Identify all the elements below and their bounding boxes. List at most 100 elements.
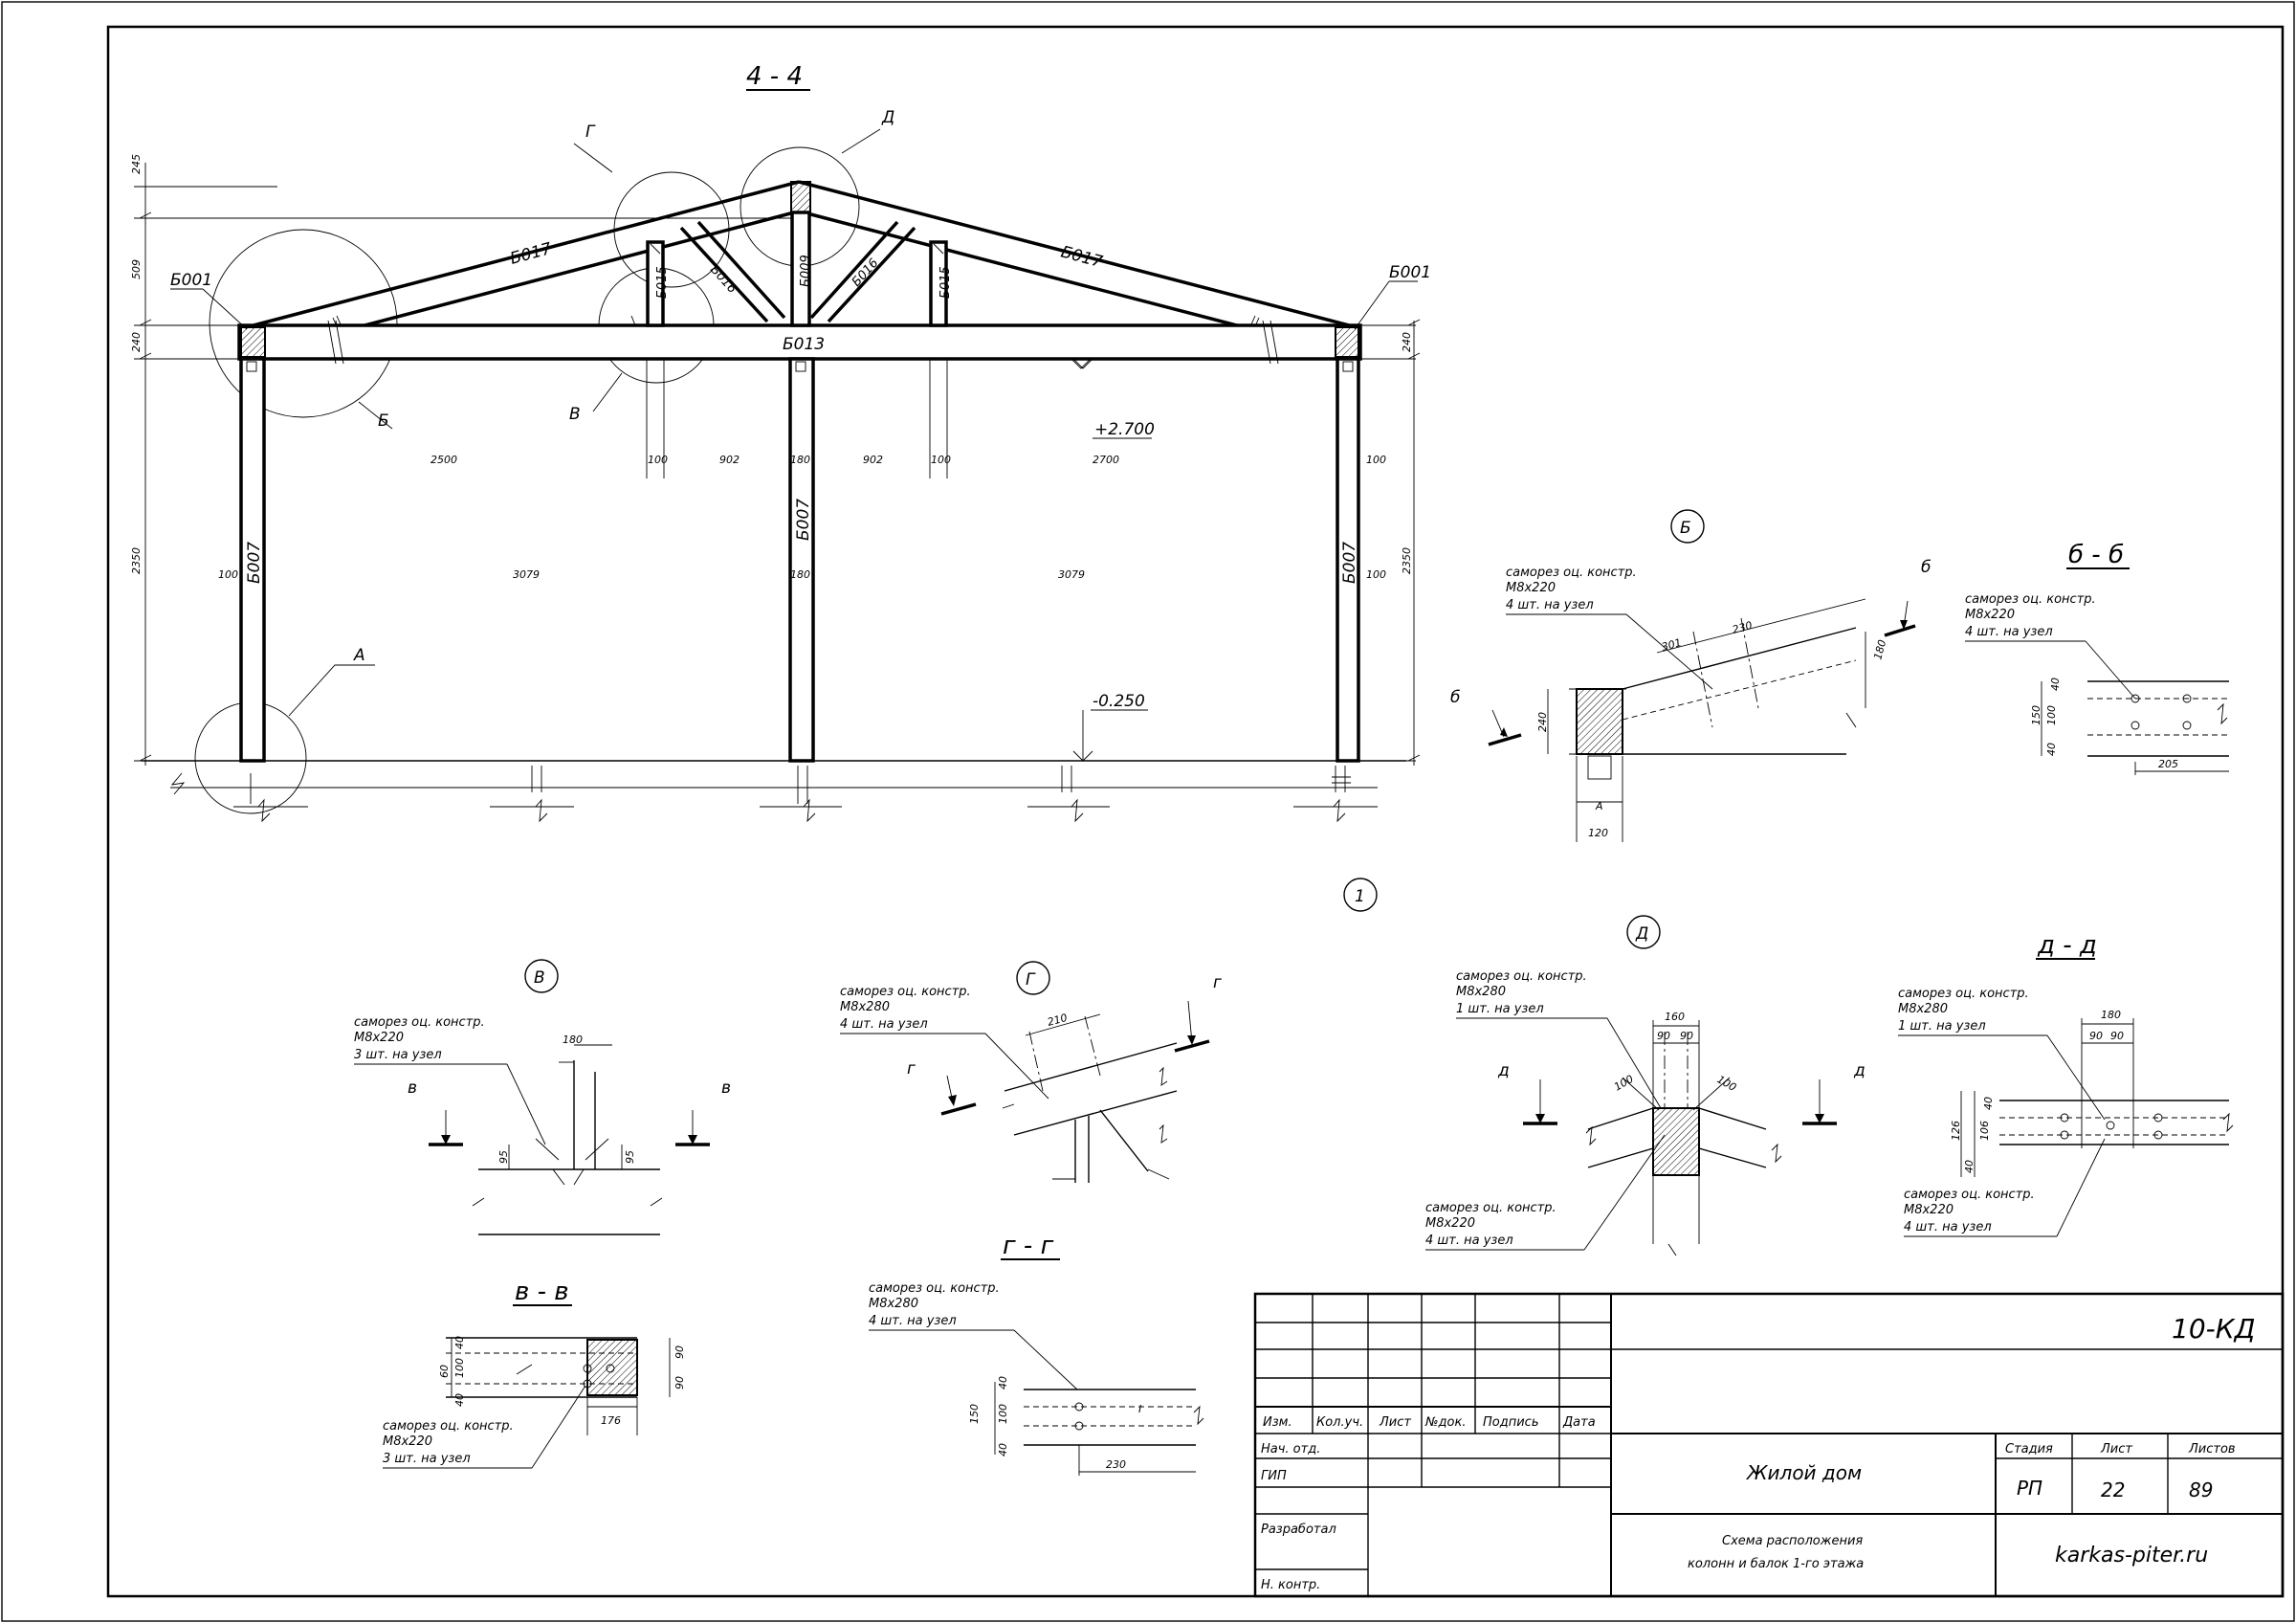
tb-sheet: 22: [2101, 1478, 2125, 1501]
detail-gg-dim-1: 100: [997, 1404, 1009, 1424]
callout-g: Г: [585, 122, 596, 142]
detail-dd-note-top-0: саморез оц. констр.: [1898, 987, 2029, 1001]
detail-bb-dim-4: 205: [2158, 758, 2178, 770]
detail-v-dim-0: 180: [563, 1034, 583, 1046]
post-b015-right: [929, 240, 948, 327]
tb-header-1: Кол.уч.: [1316, 1415, 1363, 1430]
detail-g-note-1: М8х280: [840, 1000, 890, 1014]
detail-v-cut-right: в: [721, 1078, 731, 1098]
detail-bb-dim-3: 40: [2045, 743, 2058, 756]
tb-row-0: Нач. отд.: [1261, 1442, 1320, 1456]
detail-b-note-2: 4 шт. на узел: [1506, 598, 1594, 612]
span-7: 100: [1366, 454, 1386, 466]
detail-v-label: В: [534, 968, 545, 988]
detail-d-dim-2: 90: [1680, 1030, 1693, 1042]
detail-bb-dim-0: 40: [2049, 678, 2062, 691]
detail-g-note-2: 4 шт. на узел: [840, 1017, 928, 1032]
elevation-bottom: -0.250: [1093, 692, 1145, 711]
marker-1-circle: [1343, 878, 1378, 912]
dim-left-3: 2350: [130, 547, 143, 574]
label-b016-right: Б016: [850, 256, 882, 290]
detail-d-dim-1: 90: [1657, 1030, 1670, 1042]
tb-stage-label: Стадия: [2005, 1442, 2053, 1456]
span-1: 100: [648, 454, 668, 466]
inner-0: 100: [218, 568, 238, 581]
detail-vv-dim-3: 40: [453, 1393, 466, 1407]
tb-sheets: 89: [2189, 1478, 2213, 1501]
span-4: 902: [863, 454, 883, 466]
detail-g-note-0: саморез оц. констр.: [840, 985, 971, 999]
label-b015-right: Б015: [938, 266, 953, 299]
detail-gg: г - г саморез оц. констр. М8х280 4 шт. н…: [869, 1232, 1204, 1476]
detail-vv-note-1: М8х220: [383, 1434, 432, 1449]
detail-b-dim-4: 120: [1588, 827, 1608, 839]
detail-vv-dim-6: 176: [601, 1414, 621, 1427]
tb-sheet-title-0: Схема расположения: [1722, 1534, 1863, 1548]
tb-project: Жилой дом: [1745, 1461, 1862, 1484]
inner-2: 180: [790, 568, 810, 581]
dim-right-0: 240: [1401, 332, 1413, 352]
tb-row-2: Разработал: [1261, 1523, 1336, 1537]
elevation-top: +2.700: [1094, 420, 1155, 439]
detail-gg-dim-0: 40: [997, 1376, 1009, 1390]
tb-header-4: Подпись: [1483, 1415, 1538, 1430]
detail-v-dim-2: 95: [624, 1150, 636, 1164]
column-b007-center: [788, 357, 815, 763]
detail-dd-note-top-2: 1 шт. на узел: [1898, 1019, 1986, 1034]
callout-b: Б: [378, 411, 389, 431]
detail-d-cut-left: д: [1497, 1061, 1510, 1080]
detail-v: В саморез оц. констр. М8х220 3 шт. на уз…: [354, 959, 731, 1235]
detail-dd-dim-0: 180: [2101, 1009, 2121, 1021]
detail-d-dim-4: 100: [1715, 1073, 1739, 1094]
detail-gg-note-2: 4 шт. на узел: [869, 1314, 957, 1328]
detail-b-label: Б: [1680, 519, 1691, 538]
detail-b-note-0: саморез оц. констр.: [1506, 566, 1637, 580]
detail-gg-dim-4: 230: [1106, 1458, 1126, 1471]
detail-d-note-bot-0: саморез оц. констр.: [1425, 1201, 1556, 1215]
detail-dd: д - д саморез оц. констр. М8х280 1 шт. н…: [1898, 931, 2234, 1237]
label-b007-right: Б007: [1340, 542, 1359, 584]
tb-header-5: Дата: [1562, 1415, 1596, 1430]
detail-b-dim-2: 240: [1536, 712, 1549, 732]
detail-bb-dim-1: 100: [2045, 705, 2058, 725]
section-4-4: 4 - 4 Г Д Б В А 245 509 240 2350: [130, 62, 1431, 823]
detail-d-dim-3: 100: [1612, 1073, 1636, 1094]
post-b015-left: [646, 240, 665, 327]
dim-left-0: 245: [130, 154, 143, 174]
detail-vv-dim-5: 90: [673, 1376, 686, 1390]
detail-dd-note-bot-1: М8х220: [1904, 1203, 1954, 1217]
detail-bb-note-0: саморез оц. констр.: [1965, 592, 2096, 607]
detail-dd-note-bot-2: 4 шт. на узел: [1904, 1220, 1992, 1234]
label-b017-right: Б017: [1059, 243, 1105, 273]
detail-vv-dim-0: 40: [453, 1336, 466, 1349]
detail-dd-dim-6: 40: [1963, 1160, 1976, 1173]
callout-a: А: [353, 646, 365, 665]
post-b009: [790, 211, 811, 327]
tb-header-3: №док.: [1424, 1415, 1466, 1430]
detail-dd-dim-3: 40: [1982, 1097, 1995, 1110]
span-6: 2700: [1093, 454, 1119, 466]
title-block: 10-КД Изм. Кол.уч. Лист №док. Подпись Да…: [1253, 1292, 2285, 1598]
label-b015-left: Б015: [655, 266, 670, 299]
detail-d-note-top-0: саморез оц. констр.: [1456, 969, 1587, 984]
dim-right-1: 2350: [1401, 547, 1413, 574]
tb-header-0: Изм.: [1263, 1415, 1292, 1430]
detail-b-dim-5: А: [1595, 800, 1603, 812]
inner-4: 100: [1366, 568, 1386, 581]
detail-dd-note-top-1: М8х280: [1898, 1002, 1948, 1016]
detail-b-dim-1: 230: [1731, 619, 1754, 636]
detail-d-dim-0: 160: [1665, 1011, 1685, 1023]
detail-dd-dim-2: 90: [2110, 1030, 2124, 1042]
inner-1: 3079: [513, 568, 540, 581]
detail-dd-note-bot-0: саморез оц. констр.: [1904, 1188, 2035, 1202]
detail-vv-label: в - в: [515, 1278, 569, 1306]
detail-gg-label: г - г: [1003, 1232, 1054, 1260]
detail-gg-h-mark: I: [1138, 1403, 1141, 1415]
detail-gg-note-1: М8х280: [869, 1297, 918, 1311]
detail-v-note-0: саморез оц. констр.: [354, 1015, 485, 1030]
detail-g: Г саморез оц. констр. М8х280 4 шт. на уз…: [840, 961, 1222, 1183]
label-b007-left: Б007: [245, 542, 264, 584]
callout-circle-b: [209, 229, 398, 418]
